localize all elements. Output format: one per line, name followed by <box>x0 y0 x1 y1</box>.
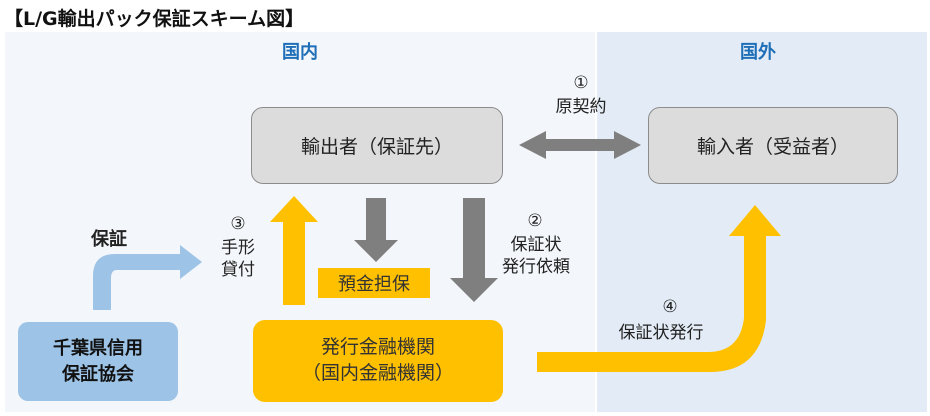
guarantee-bent-arrow <box>93 245 202 310</box>
guarantor-line1: 千葉県信用 <box>53 338 143 360</box>
step4-text: 保証状発行 <box>618 323 704 343</box>
guarantor-node: 千葉県信用 保証協会 <box>18 322 178 401</box>
issuance-curved-arrow <box>537 205 781 372</box>
step3-number: ③ <box>230 214 246 234</box>
issuing-bank-node: 発行金融機関 （国内金融機関） <box>253 320 503 402</box>
step2-text: 保証状 発行依頼 <box>498 234 574 278</box>
importer-node: 輸入者（受益者） <box>648 107 898 184</box>
step4-number: ④ <box>662 297 678 317</box>
step3-text: 手形 貸付 <box>214 237 262 281</box>
bank-name: 発行金融機関 <box>320 336 435 359</box>
bank-subtitle: （国内金融機関） <box>301 362 454 384</box>
request-down-arrow <box>450 198 498 302</box>
step1-number: ① <box>573 73 589 93</box>
guarantor-line2: 保証協会 <box>62 363 134 385</box>
loan-up-arrow <box>270 196 318 305</box>
deposit-down-arrow <box>354 198 398 262</box>
page-title: 【L/G輸出パック保証スキーム図】 <box>4 8 305 30</box>
step3-line2: 貸付 <box>221 260 255 281</box>
contract-double-arrow <box>519 131 641 159</box>
step1-text: 原契約 <box>555 97 607 117</box>
step2-line1: 保証状 <box>510 235 562 255</box>
exporter-node: 輸出者（保証先） <box>251 107 503 184</box>
domestic-label: 国内 <box>282 42 318 63</box>
foreign-label: 国外 <box>740 42 776 63</box>
step3-line1: 手形 <box>221 238 255 258</box>
step2-number: ② <box>527 211 543 231</box>
deposit-collateral-label: 預金担保 <box>318 268 430 298</box>
guarantee-label: 保証 <box>91 229 127 250</box>
step2-line2: 発行依頼 <box>502 257 570 278</box>
